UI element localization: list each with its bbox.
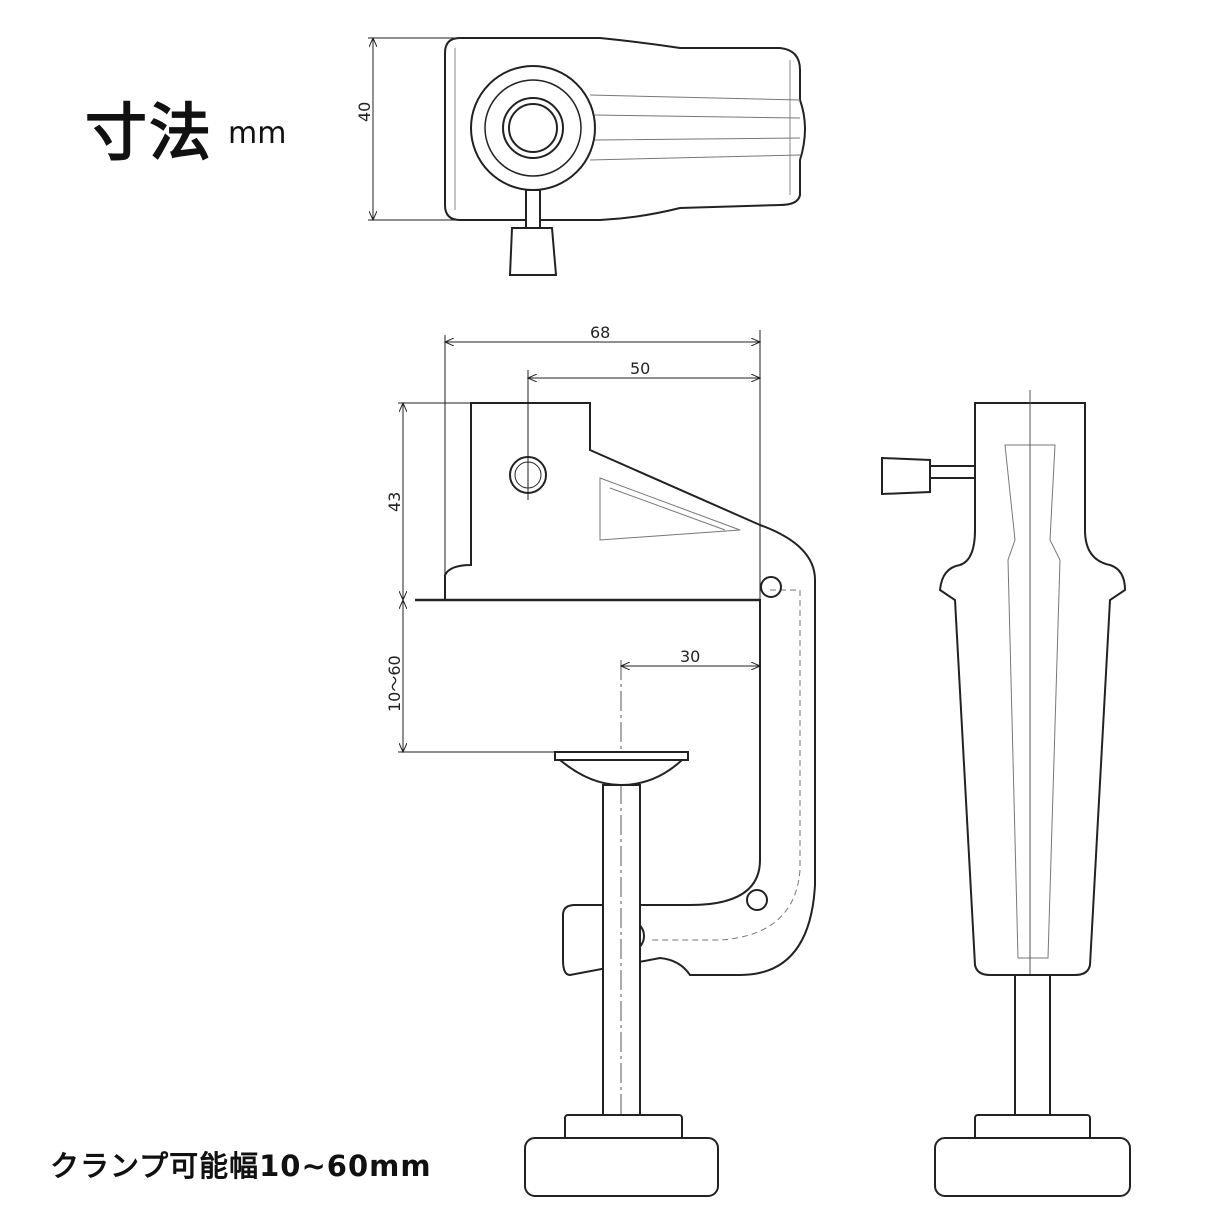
- front-knob: [934, 1137, 1131, 1197]
- dim-screw-offset: 30: [680, 647, 700, 666]
- dim-depth: 40: [355, 102, 374, 122]
- front-side-knob: [881, 456, 931, 496]
- clamp-range-caption: クランプ可能幅10~60mm: [50, 1149, 432, 1183]
- side-view: 68 50 43 10～60 30: [385, 323, 816, 1197]
- front-view: [881, 390, 1131, 1197]
- clamp-pad: [554, 751, 689, 787]
- dim-length: 68: [590, 323, 610, 342]
- clamp-body: [444, 402, 816, 977]
- dim-height: 43: [385, 492, 404, 512]
- dim-clamp-range: 10～60: [385, 655, 404, 712]
- front-body: [938, 402, 1127, 976]
- top-ring-outer: [470, 65, 596, 191]
- unit-label: mm: [228, 116, 287, 151]
- top-view: 40: [355, 37, 806, 276]
- side-knob: [524, 1137, 719, 1197]
- dim-offset: 50: [630, 359, 650, 378]
- top-knob: [508, 227, 558, 276]
- page-title: 寸法: [85, 96, 214, 169]
- front-screw: [1014, 974, 1051, 1116]
